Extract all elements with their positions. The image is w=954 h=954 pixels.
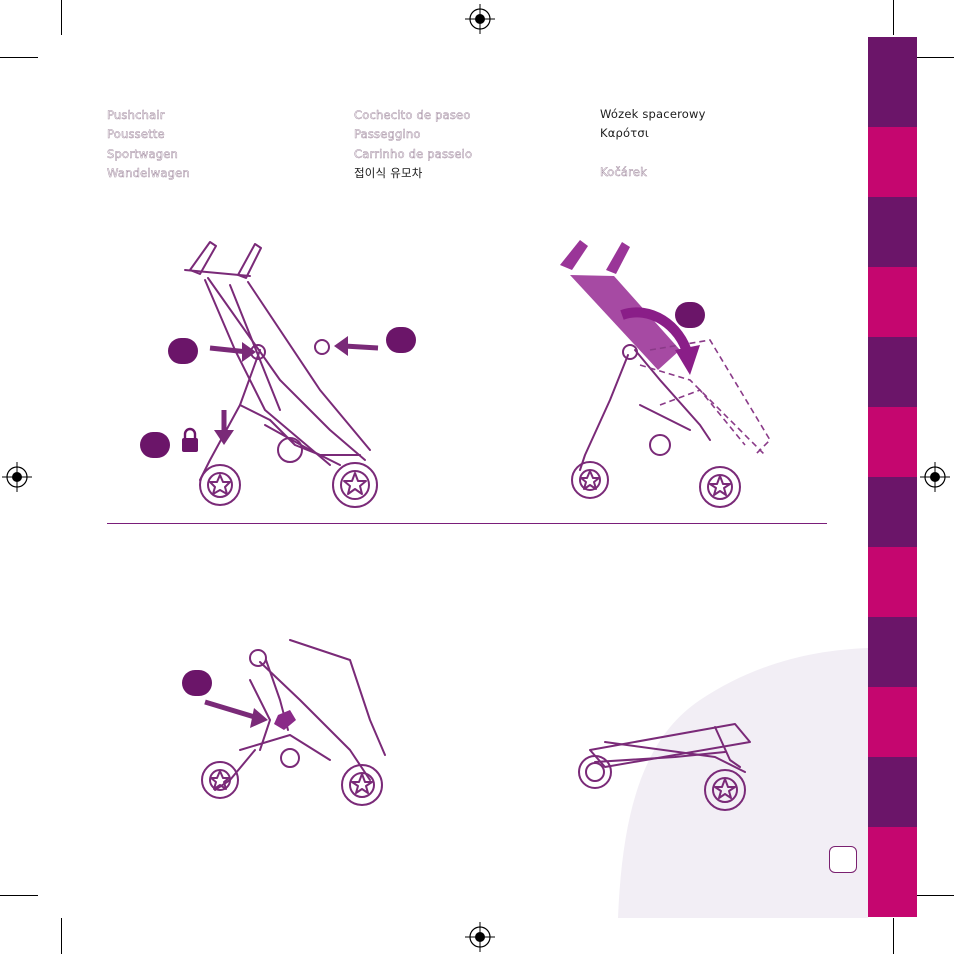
stroller-illustration-1 bbox=[130, 230, 430, 530]
side-tab bbox=[868, 757, 917, 827]
lock-icon bbox=[180, 427, 200, 453]
title-column-1: Pushchair Poussette Sportwagen Wandelwag… bbox=[107, 106, 190, 183]
title-text: Passeggino bbox=[354, 125, 472, 144]
page-number-box bbox=[829, 846, 857, 873]
side-tab bbox=[868, 407, 917, 477]
side-tab bbox=[868, 687, 917, 757]
crop-mark bbox=[61, 918, 62, 954]
title-text: Wandelwagen bbox=[107, 164, 190, 183]
side-tab bbox=[868, 617, 917, 687]
side-tab bbox=[868, 127, 917, 197]
stroller-illustration-3 bbox=[170, 640, 430, 840]
crop-mark bbox=[916, 57, 954, 58]
title-text: Sportwagen bbox=[107, 145, 190, 164]
crop-mark bbox=[893, 918, 894, 954]
title-text bbox=[600, 144, 706, 163]
side-tab bbox=[868, 337, 917, 407]
title-text: Kočárek bbox=[600, 163, 706, 182]
crop-mark bbox=[61, 0, 62, 35]
crop-mark bbox=[0, 895, 38, 896]
title-column-2: Cochecito de paseo Passeggino Carrinho d… bbox=[354, 106, 472, 183]
title-text: 접이식 유모차 bbox=[354, 164, 472, 183]
stroller-illustration-2 bbox=[540, 230, 840, 530]
stroller-illustration-4 bbox=[565, 712, 765, 822]
title-text: Carrinho de passeio bbox=[354, 145, 472, 164]
registration-mark-icon bbox=[2, 462, 32, 492]
title-text: Wózek spacerowy bbox=[600, 105, 706, 124]
title-text: Καρότσι bbox=[600, 124, 706, 143]
registration-mark-icon bbox=[465, 922, 495, 952]
title-column-3: Wózek spacerowy Καρότσι Kočárek bbox=[600, 105, 706, 182]
side-tab bbox=[868, 37, 917, 127]
side-tab bbox=[868, 197, 917, 267]
registration-mark-icon bbox=[465, 4, 495, 34]
title-text: Pushchair bbox=[107, 106, 190, 125]
side-tab bbox=[868, 477, 917, 547]
crop-mark bbox=[0, 57, 38, 58]
side-tab bbox=[868, 827, 917, 917]
side-tab bbox=[868, 547, 917, 617]
crop-mark bbox=[916, 895, 954, 896]
crop-mark bbox=[893, 0, 894, 35]
title-text: Cochecito de paseo bbox=[354, 106, 472, 125]
registration-mark-icon bbox=[920, 462, 950, 492]
side-tab bbox=[868, 267, 917, 337]
title-text: Poussette bbox=[107, 125, 190, 144]
